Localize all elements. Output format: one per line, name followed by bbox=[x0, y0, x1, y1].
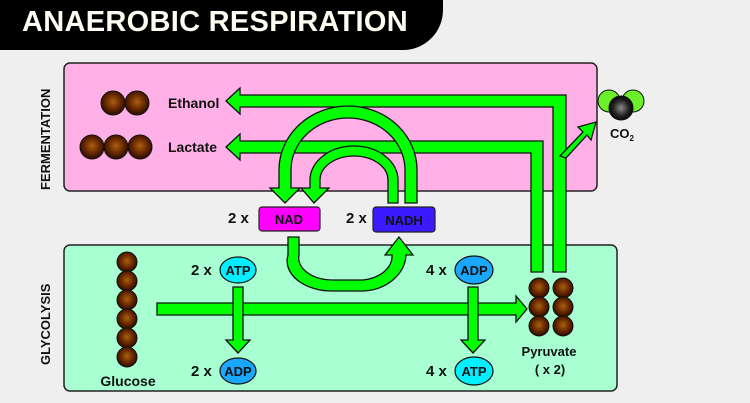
fermentation-box bbox=[63, 62, 598, 192]
adp-out-badge bbox=[219, 357, 257, 385]
glucose-molecule bbox=[116, 251, 138, 368]
ethanol-molecule bbox=[100, 90, 150, 116]
atp-in-label: ATP bbox=[225, 263, 250, 278]
nad-multiplier: 2 x bbox=[228, 210, 250, 227]
pyruvate-molecules bbox=[528, 277, 574, 337]
ethanol-label: Ethanol bbox=[168, 95, 219, 111]
arrow-glucose-to-pyruvate bbox=[156, 294, 528, 324]
arrow-nad-to-nadh bbox=[286, 235, 415, 292]
nad-box bbox=[258, 206, 321, 232]
title-banner: ANAEROBIC RESPIRATION bbox=[0, 0, 443, 50]
arrow-adp-to-atp bbox=[459, 286, 487, 354]
adp-in-badge bbox=[454, 255, 494, 285]
adp-in-multiplier: 4 x bbox=[426, 262, 448, 279]
page-title: ANAEROBIC RESPIRATION bbox=[22, 6, 409, 38]
nadh-label: NADH bbox=[385, 213, 423, 228]
atp-in-multiplier: 2 x bbox=[191, 262, 213, 279]
nadh-multiplier: 2 x bbox=[346, 210, 368, 227]
pyruvate-count-label: ( x 2) bbox=[535, 362, 565, 377]
arrow-pyruvate-to-ethanol bbox=[225, 86, 567, 273]
atp-out-badge bbox=[454, 356, 494, 386]
pyruvate-label: Pyruvate bbox=[522, 344, 577, 359]
atp-out-label: ATP bbox=[461, 364, 486, 379]
arrow-atp-to-adp bbox=[224, 286, 252, 354]
atp-out-multiplier: 4 x bbox=[426, 363, 448, 380]
co2-label: CO2 bbox=[610, 126, 635, 143]
nad-label: NAD bbox=[275, 212, 303, 227]
fermentation-label: FERMENTATION bbox=[38, 89, 53, 190]
lactate-molecule bbox=[79, 134, 153, 160]
arrow-to-co2 bbox=[558, 121, 597, 159]
co2-molecule bbox=[597, 89, 645, 121]
arrow-nadh-to-nad-inner bbox=[299, 145, 399, 204]
adp-out-multiplier: 2 x bbox=[191, 363, 213, 380]
adp-in-label: ADP bbox=[460, 263, 488, 278]
nadh-box bbox=[372, 206, 436, 233]
adp-out-label: ADP bbox=[224, 364, 252, 379]
glycolysis-label: GLYCOLYSIS bbox=[38, 283, 53, 365]
lactate-label: Lactate bbox=[168, 139, 217, 155]
arrow-pyruvate-to-lactate bbox=[225, 132, 544, 273]
arrow-nadh-to-nad-outer bbox=[268, 105, 418, 204]
atp-in-badge bbox=[219, 256, 257, 284]
glucose-label: Glucose bbox=[100, 373, 155, 389]
